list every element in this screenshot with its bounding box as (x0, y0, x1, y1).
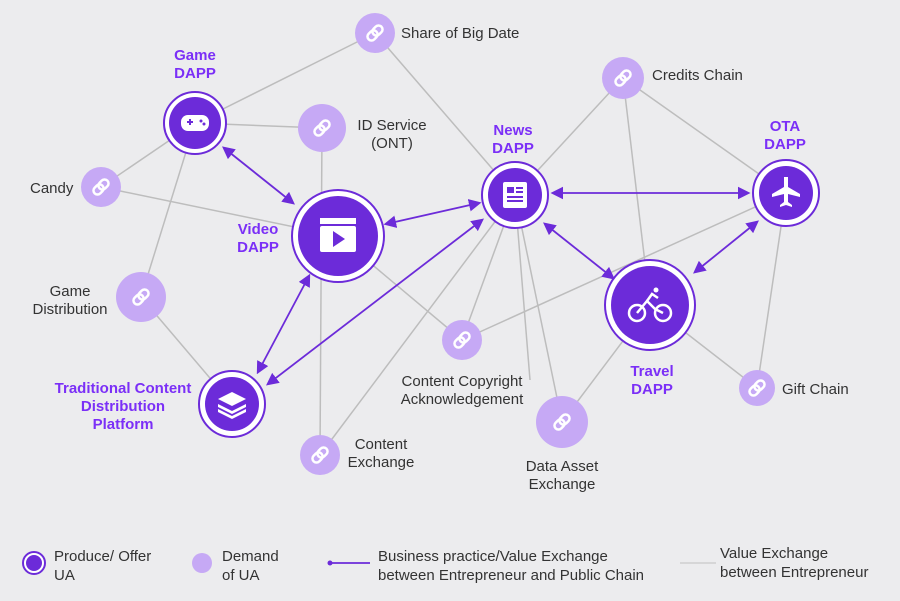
node-gift[interactable] (739, 370, 775, 406)
line-news-dataasset (514, 194, 563, 423)
label-traditional-line3: Platform (92, 416, 154, 433)
legend-value-line1: Value Exchange (720, 545, 829, 562)
label-ota-line2: DAPP (764, 136, 806, 153)
line-share-news (374, 32, 516, 196)
legend-value: Value Exchange between Entrepreneur (720, 544, 868, 582)
node-id-service[interactable] (298, 104, 346, 152)
label-video: Video DAPP (228, 221, 288, 257)
node-data-asset[interactable] (536, 396, 588, 448)
layers-icon (218, 392, 246, 419)
label-contentex-line1: Content (354, 436, 408, 453)
line-ota-copyright (461, 192, 787, 341)
legend-value-line2: between Entrepreneur (720, 564, 869, 581)
cyclist-icon (627, 287, 673, 323)
label-traditional: Traditional Content Distribution Platfor… (48, 380, 198, 434)
legend-business-line2: between Entrepreneur and Public Chain (378, 567, 645, 584)
video-clapper-icon (320, 218, 356, 252)
label-copyright: Content Copyright Acknowledgement (392, 373, 532, 409)
label-news: News DAPP (483, 122, 543, 158)
node-travel[interactable] (604, 259, 696, 351)
label-game-dist: Game Distribution (25, 283, 115, 319)
node-credits[interactable] (602, 57, 644, 99)
arrow-news-travel (543, 222, 615, 280)
legend-demand-line2: of UA (222, 567, 260, 584)
line-id-contentexchange (319, 127, 323, 456)
label-candy: Candy (30, 180, 74, 197)
label-video-line1: Video (237, 221, 279, 238)
label-id-line1: ID Service (357, 117, 427, 134)
arrow-news-trad (265, 218, 485, 386)
label-dataasset-line1: Data Asset (525, 458, 599, 475)
label-contentex-line2: Exchange (347, 454, 415, 471)
legend-demand-line1: Demand (222, 548, 279, 565)
label-game-line1: Game (174, 47, 216, 64)
gamepad-icon (181, 115, 209, 131)
label-video-line2: DAPP (237, 239, 279, 256)
node-game[interactable] (163, 91, 227, 155)
label-copyright-line1: Content Copyright (401, 373, 523, 390)
label-share: Share of Big Date (401, 25, 520, 42)
label-content-exchange: Content Exchange (343, 436, 419, 472)
label-copyright-line2: Acknowledgement (400, 391, 524, 408)
label-travel-line2: DAPP (631, 381, 673, 398)
node-content-exchange[interactable] (300, 435, 340, 475)
arrow-ota-travel (693, 220, 759, 274)
label-gift: Gift Chain (782, 381, 849, 398)
label-id-service: ID Service (ONT) (352, 117, 432, 153)
line-game-share (194, 32, 376, 124)
node-game-dist[interactable] (116, 272, 166, 322)
business-arrows (222, 146, 759, 386)
airplane-icon (772, 177, 800, 207)
label-data-asset: Data Asset Exchange (516, 458, 608, 494)
legend-produce: Produce/ Offer UA (54, 547, 151, 585)
legend-demand-icon (192, 553, 212, 573)
legend-produce-line1: Produce/ Offer (54, 548, 152, 565)
legend-business: Business practice/Value Exchange between… (378, 547, 644, 585)
label-gamedist-line1: Game (49, 283, 91, 300)
label-id-line2: (ONT) (371, 135, 413, 152)
arrow-game-video (222, 146, 295, 205)
label-game: Game DAPP (165, 47, 225, 83)
node-copyright[interactable] (442, 320, 482, 360)
label-dataasset-line2: Exchange (528, 476, 596, 493)
label-credits: Credits Chain (652, 67, 743, 84)
legend-business-line (327, 560, 370, 566)
node-video[interactable] (291, 189, 385, 283)
node-share[interactable] (355, 13, 395, 53)
legend-demand: Demand of UA (222, 547, 279, 585)
label-news-line2: DAPP (492, 140, 534, 157)
node-ota[interactable] (752, 159, 820, 227)
arrow-video-news (383, 199, 482, 228)
legend-produce-line2: UA (54, 567, 75, 584)
label-travel-line1: Travel (630, 363, 674, 380)
label-game-line2: DAPP (174, 65, 216, 82)
label-travel: Travel DAPP (622, 363, 682, 399)
label-ota-line1: OTA (769, 118, 801, 135)
node-candy[interactable] (81, 167, 121, 207)
node-traditional[interactable] (198, 370, 266, 438)
legend-business-line1: Business practice/Value Exchange (378, 548, 608, 565)
label-traditional-line2: Distribution (80, 398, 166, 415)
node-news[interactable] (481, 161, 549, 229)
label-ota: OTA DAPP (755, 118, 815, 154)
newspaper-icon (503, 182, 527, 208)
label-gamedist-line2: Distribution (32, 301, 108, 318)
label-traditional-line1: Traditional Content (54, 380, 192, 397)
label-news-line1: News (493, 122, 533, 139)
legend-produce-icon (22, 551, 46, 575)
